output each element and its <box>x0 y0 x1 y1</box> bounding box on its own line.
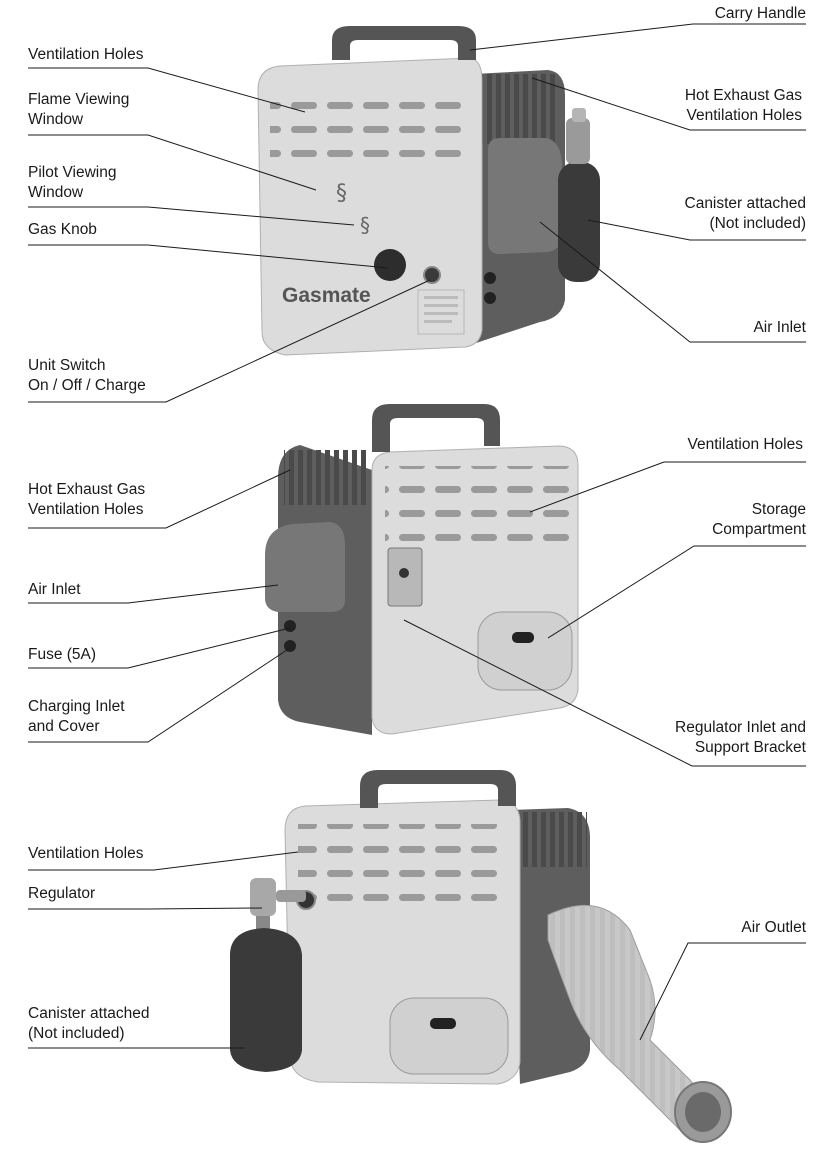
flame-window-icon: § <box>336 181 347 206</box>
label-air-inlet-front: Air Inlet <box>753 319 806 336</box>
label-hot-exhaust-gas-front: Hot Exhaust Gas Ventilation Holes <box>684 87 802 124</box>
air-outlet-hose <box>547 904 732 1143</box>
carry-handle-shape-front <box>332 26 476 60</box>
label-regulator-inlet: Regulator Inlet and Support Bracket <box>675 719 806 756</box>
exhaust-fins-front <box>468 74 558 144</box>
carry-handle-shape-side <box>372 404 500 452</box>
leader-lines <box>28 23 806 1049</box>
label-charging-inlet: Charging Inlet and Cover <box>28 698 125 735</box>
label-pilot-viewing-window: Pilot Viewing Window <box>28 164 117 201</box>
canister-front <box>558 108 600 282</box>
label-gas-knob: Gas Knob <box>28 221 97 238</box>
label-canister-attached-front: Canister attached (Not included) <box>684 195 807 232</box>
gas-knob-shape[interactable] <box>374 249 406 281</box>
label-hot-exhaust-gas-side: Hot Exhaust Gas Ventilation Holes <box>28 481 146 518</box>
label-canister-attached-rear: Canister attached (Not included) <box>28 1005 150 1042</box>
label-unit-switch: Unit Switch On / Off / Charge <box>28 357 146 394</box>
regulator-bracket <box>387 547 423 607</box>
label-carry-handle: Carry Handle <box>714 5 806 22</box>
label-ventilation-holes-front: Ventilation Holes <box>28 46 144 63</box>
carry-handle-shape-rear <box>360 770 516 808</box>
label-air-outlet: Air Outlet <box>741 919 806 936</box>
rear-view-heater <box>230 770 732 1143</box>
canister-rear <box>230 878 306 1072</box>
front-view-heater: § § <box>257 26 600 356</box>
label-ventilation-holes-rear: Ventilation Holes <box>28 845 144 862</box>
label-regulator: Regulator <box>28 885 96 902</box>
label-fuse: Fuse (5A) <box>28 646 97 663</box>
vent-grid-side <box>385 466 570 546</box>
storage-compartment-shape[interactable] <box>477 611 573 691</box>
exhaust-fins-rear <box>515 812 587 867</box>
vent-grid-front <box>270 88 470 168</box>
side-view-heater <box>265 404 579 735</box>
label-ventilation-holes-side: Ventilation Holes <box>687 436 803 453</box>
unit-switch-shape[interactable] <box>423 266 441 284</box>
exhaust-fins-side <box>284 450 370 505</box>
label-storage-compartment: Storage Compartment <box>712 501 806 538</box>
label-flame-viewing-window: Flame Viewing Window <box>28 91 130 128</box>
pilot-window-icon: § <box>360 213 370 237</box>
brand-logo: Gasmate <box>282 284 371 307</box>
regulator-shape <box>250 878 276 916</box>
label-air-inlet-side: Air Inlet <box>28 581 81 598</box>
vent-grid-rear <box>298 824 503 912</box>
